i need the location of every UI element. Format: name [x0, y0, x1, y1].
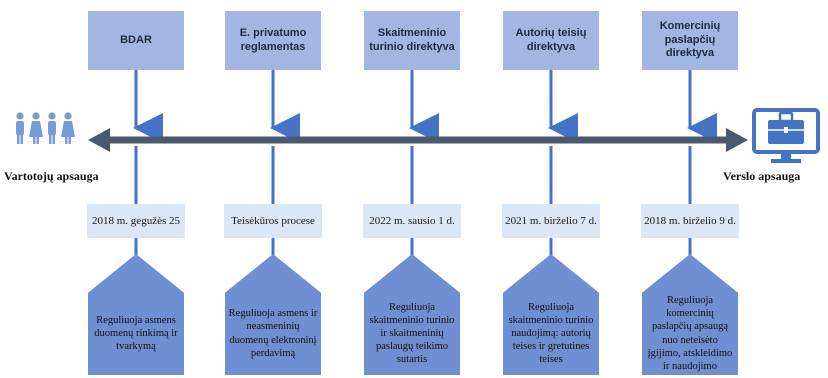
regulation-box-eprivacy: E. privatumo reglamentas: [225, 11, 321, 70]
people-group-icon: [16, 112, 75, 144]
regulation-box-digital-content: Skaitmeninio turinio direktyva: [364, 11, 460, 70]
consumer-protection-label: Vartotojų apsauga: [4, 169, 99, 183]
briefcase-monitor-icon: [752, 108, 820, 163]
date-box-digital-content: 2022 m. sausio 1 d.: [363, 204, 461, 238]
regulation-box-copyright: Autorių teisių direktyva: [503, 11, 599, 70]
date-box-bdar: 2018 m. gegužės 25: [87, 204, 185, 238]
date-box-trade-secrets: 2018 m. birželio 9 d.: [641, 204, 739, 238]
business-protection-label: Verslo apsauga: [723, 169, 801, 183]
timeline-arrow: [88, 128, 748, 152]
down-arrows: [133, 70, 717, 143]
regulation-box-bdar: BDAR: [88, 11, 184, 70]
regulation-box-trade-secrets: Komercinių paslapčių direktyva: [642, 11, 738, 70]
date-box-copyright: 2021 m. birželio 7 d.: [502, 204, 600, 238]
date-box-eprivacy: Teisėkūros procese: [224, 204, 322, 238]
